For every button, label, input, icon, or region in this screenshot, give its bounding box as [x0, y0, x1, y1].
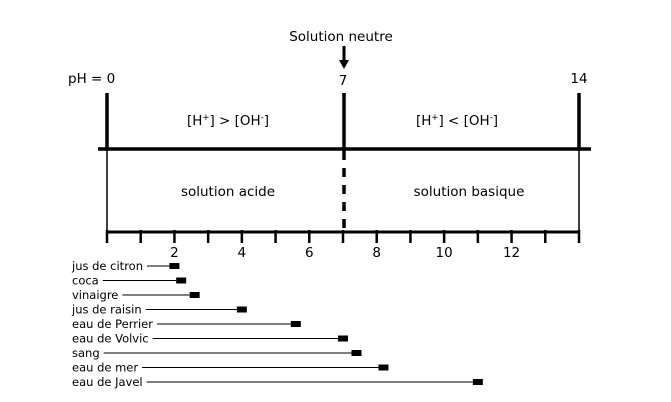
substance-ph-marker	[378, 364, 389, 371]
substance-ph-marker	[351, 350, 362, 356]
ph-seven-label: 7	[339, 73, 348, 89]
acid-concentration-relation: [H+] > [OH-]	[187, 113, 269, 129]
substance-label: eau de Perrier	[72, 317, 153, 331]
ph-zero-label: pH = 0	[68, 71, 115, 87]
scale-tick-label: 12	[503, 245, 520, 261]
substance-label: eau de mer	[72, 361, 138, 375]
scale-tick-label: 4	[238, 245, 247, 261]
neutral-solution-label: Solution neutre	[289, 29, 393, 45]
substance-label: eau de Javel	[72, 375, 143, 389]
acid-region-label: solution acide	[181, 184, 275, 200]
ph-fourteen-label: 14	[570, 71, 587, 87]
scale-tick-label: 6	[305, 245, 314, 261]
substance-ph-marker	[169, 263, 180, 269]
scale-tick-label: 10	[436, 245, 453, 261]
substance-ph-marker	[176, 277, 187, 284]
substance-ph-marker	[472, 379, 483, 385]
scale-tick-label: 8	[372, 245, 381, 261]
substance-ph-marker	[338, 335, 348, 342]
base-concentration-relation: [H+] < [OH-]	[416, 113, 498, 129]
substance-ph-marker	[189, 292, 200, 298]
neutral-arrow-head-icon	[339, 60, 349, 69]
substance-ph-marker	[236, 306, 247, 313]
scale-ticks	[105, 230, 581, 243]
substance-label: sang	[72, 346, 100, 360]
base-region-label: solution basique	[414, 184, 525, 200]
substance-label: jus de citron	[71, 259, 143, 273]
substance-label: vinaigre	[72, 288, 118, 302]
substance-label: eau de Volvic	[72, 332, 149, 346]
scale-tick-labels: 2 4 6 8 10 12	[170, 245, 520, 261]
substance-label: coca	[72, 274, 99, 288]
substance-label: jus de raisin	[71, 303, 142, 317]
substance-ph-marker	[290, 321, 301, 327]
scale-tick-label: 2	[170, 245, 179, 261]
